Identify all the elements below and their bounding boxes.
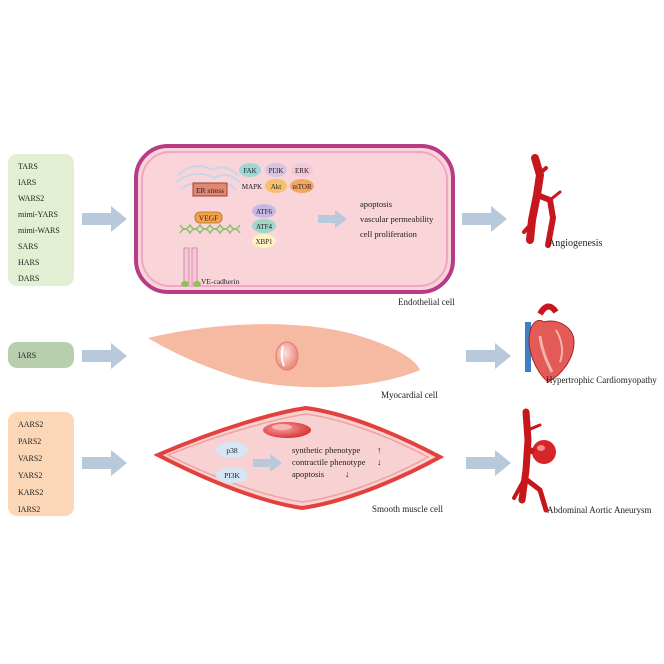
ve-cadherin-label: VE-cadherin: [201, 277, 240, 286]
fak-label: FAK: [243, 167, 256, 175]
enzyme-item: PARS2: [18, 437, 41, 446]
atf4-node: [252, 219, 276, 233]
phenotype-item: apoptosis: [292, 469, 324, 479]
enzyme-item: WARS2: [18, 194, 44, 203]
pi3k-smc-node: [216, 467, 248, 483]
er-stress-label: ER stress: [196, 186, 224, 195]
mapk-label: MAPK: [242, 183, 262, 191]
enzyme-item: mimi-WARS: [18, 226, 60, 235]
p38-label: p38: [226, 446, 238, 455]
xbp1-label: XBP1: [255, 238, 273, 246]
enzyme-item: HARS: [18, 258, 39, 267]
erk-label: ERK: [295, 167, 309, 175]
vegf-label: VEGF: [199, 214, 219, 223]
akt-label: Akt: [271, 183, 282, 191]
endothelial-section: TARS IARS WARS2 mimi-YARS mimi-WARS SARS HARS D…: [8, 144, 603, 307]
smooth-muscle-cell-inner-border: [166, 413, 430, 503]
enzyme-item: IARS: [18, 351, 36, 360]
angiogenesis-label: Angiogenesis: [548, 238, 603, 249]
smooth-muscle-cell-label: Smooth muscle cell: [372, 504, 443, 514]
phenotype-arrow: ↓: [345, 469, 350, 479]
phenotype-arrow: ↑: [377, 445, 382, 455]
enzyme-item: AARS2: [18, 420, 43, 429]
enzyme-item: mimi-YARS: [18, 210, 58, 219]
arrow-endothelial-to-angiogenesis: [462, 206, 507, 232]
enzyme-item: IARS2: [18, 505, 40, 514]
phenotype-item: synthetic phenotype: [292, 445, 360, 455]
effect-item: apoptosis: [360, 199, 392, 209]
endothelial-enzyme-box: [8, 154, 74, 286]
smooth-muscle-effect-list: synthetic phenotype ↑ contractile phenotyp…: [292, 445, 382, 479]
mtor-label: mTOR: [292, 183, 312, 191]
phenotype-arrow: ↓: [377, 457, 382, 467]
myocardial-enzyme-box: [8, 342, 74, 368]
enzyme-item: IARS: [18, 178, 36, 187]
hypertrophic-cardiomyopathy-label: Hypertrophic Cardiomyopathy: [546, 375, 657, 385]
aneurysm-label: Abdominal Aortic Aneurysm: [547, 505, 652, 515]
arrow-enzymes-to-smooth-muscle: [82, 450, 127, 476]
dna-strand-icon: [179, 223, 241, 235]
mtor-node: [290, 179, 314, 193]
enzyme-item: SARS: [18, 242, 38, 251]
aneurysm-vessel-icon: [512, 408, 556, 513]
myocardial-enzyme-list: IARS: [18, 351, 36, 360]
arrow-signals-to-effects: [318, 210, 347, 228]
smooth-muscle-enzyme-box: [8, 412, 74, 516]
enzyme-item: KARS2: [18, 488, 43, 497]
arrow-smooth-muscle-to-aneurysm: [466, 450, 511, 476]
myocardial-nucleus: [275, 341, 299, 371]
effect-item: cell proliferation: [360, 229, 418, 239]
myocardial-section: IARS Myocardial cell Hypertrophic Cardio…: [8, 303, 657, 400]
effect-item: vascular permeability: [360, 214, 434, 224]
xbp1-node: [252, 234, 276, 248]
heart-icon: [525, 303, 575, 383]
smooth-muscle-nucleus: [263, 422, 311, 438]
myocardial-nucleus-highlight: [280, 345, 285, 367]
arrow-signals-to-phenotypes: [253, 454, 282, 472]
endothelial-cell-label: Endothelial cell: [398, 297, 455, 307]
endothelial-effect-list: apoptosis vascular permeability cell proli…: [360, 199, 434, 239]
enzyme-item: YARS2: [18, 471, 42, 480]
p38-node: [216, 442, 248, 458]
enzyme-item: VARS2: [18, 454, 42, 463]
vegf-label-box: [194, 211, 223, 224]
pi3k-label: PI3K: [269, 167, 284, 175]
atf6-label: ATF6: [256, 208, 272, 216]
atf4-label: ATF4: [256, 223, 272, 231]
arrow-myocardial-to-heart: [466, 343, 511, 369]
erk-node: [291, 163, 313, 177]
pi3k-smc-label: PI3K: [224, 471, 240, 480]
endothelial-enzyme-list: TARS IARS WARS2 mimi-YARS mimi-WARS SARS HARS D…: [18, 162, 60, 283]
enzyme-item: DARS: [18, 274, 39, 283]
phenotype-item: contractile phenotype: [292, 457, 366, 467]
pi3k-node: [265, 163, 287, 177]
arrow-enzymes-to-endothelial: [82, 206, 127, 232]
arrow-enzymes-to-myocardial: [82, 343, 127, 369]
endothelial-cell-inner-border: [141, 151, 448, 287]
er-stress-label-box: [192, 182, 228, 197]
fak-node: [239, 163, 261, 177]
enzyme-item: TARS: [18, 162, 38, 171]
akt-node: [265, 179, 287, 193]
ve-cadherin-icon: [181, 247, 201, 287]
atf6-node: [252, 204, 276, 218]
angiogenesis-vessel-icon: [522, 154, 562, 248]
myocardial-cell-label: Myocardial cell: [381, 390, 438, 400]
smooth-muscle-nucleus-highlight: [272, 424, 292, 430]
